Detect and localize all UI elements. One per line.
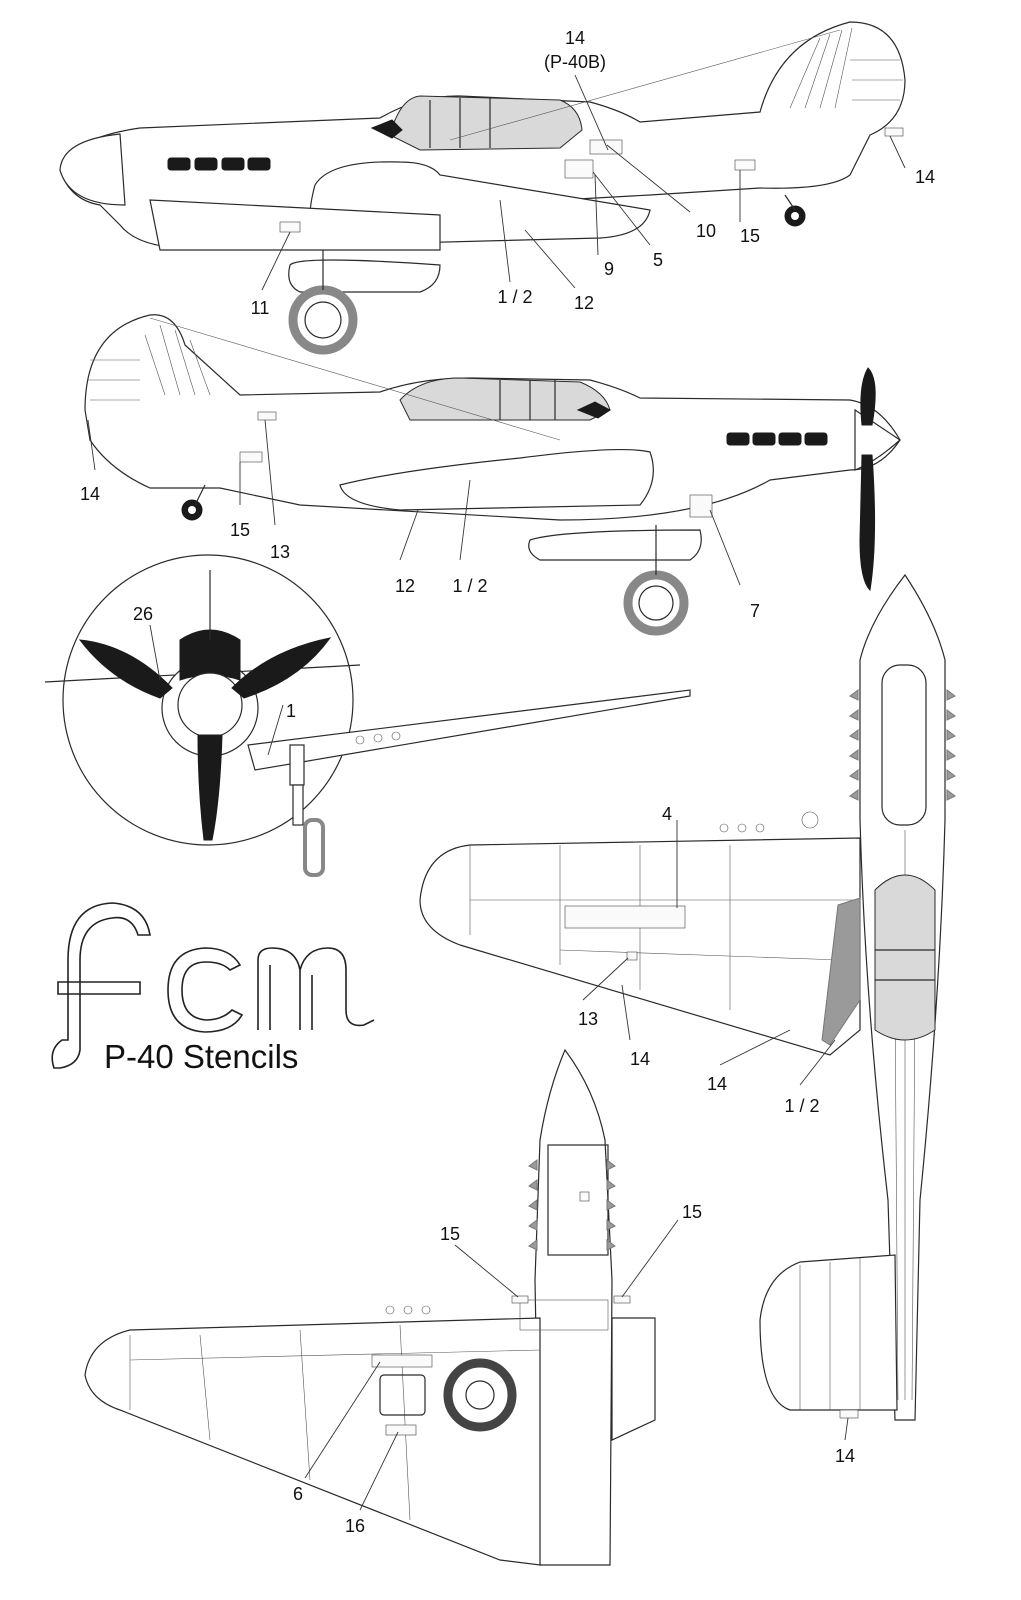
callout-15-top: 15	[740, 226, 760, 246]
callout-14-tail: 14	[835, 1446, 855, 1466]
callout-15-bottom-left: 15	[440, 1224, 460, 1244]
bottom-view	[84, 1048, 656, 1566]
callout-7: 7	[750, 601, 760, 621]
callout-9: 9	[604, 259, 614, 279]
callout-14-right: 14	[915, 167, 935, 187]
callout-5: 5	[653, 250, 663, 270]
callout-15-bottom-right: 15	[682, 1202, 702, 1222]
fcm-logo	[51, 902, 375, 1069]
callout-14-top-sub: (P-40B)	[544, 52, 606, 72]
top-view	[419, 573, 956, 1421]
callout-11: 11	[251, 298, 270, 318]
callout-12-side2: 12	[395, 576, 415, 596]
side-profile-right	[84, 314, 901, 636]
callout-leaders	[87, 74, 906, 1511]
callout-4: 4	[662, 804, 672, 824]
callout-13-side2: 13	[270, 542, 290, 562]
callout-12-top: 12	[574, 293, 594, 313]
callout-15-side2: 15	[230, 520, 250, 540]
side-profile-left	[59, 21, 906, 355]
callout-14-topview-b: 14	[707, 1074, 727, 1094]
callout-1-2-topview: 1 / 2	[784, 1096, 819, 1116]
callout-14-side2: 14	[80, 484, 100, 504]
callout-1-2-top: 1 / 2	[497, 287, 532, 307]
callout-1-2-side2: 1 / 2	[452, 576, 487, 596]
callout-6: 6	[293, 1484, 303, 1504]
callout-labels: 14 (P-40B) 14 10 15 5 9 12 1 / 2 11 14 1…	[80, 28, 935, 1536]
callout-1-front: 1	[286, 701, 296, 721]
sheet-subtitle: P-40 Stencils	[104, 1038, 298, 1075]
callout-10: 10	[696, 221, 716, 241]
callout-13-topview: 13	[578, 1009, 598, 1029]
callout-14-top: 14	[565, 28, 585, 48]
callout-16: 16	[345, 1516, 365, 1536]
callout-26: 26	[133, 604, 153, 624]
front-view	[44, 554, 691, 877]
callout-14-topview-a: 14	[630, 1049, 650, 1069]
